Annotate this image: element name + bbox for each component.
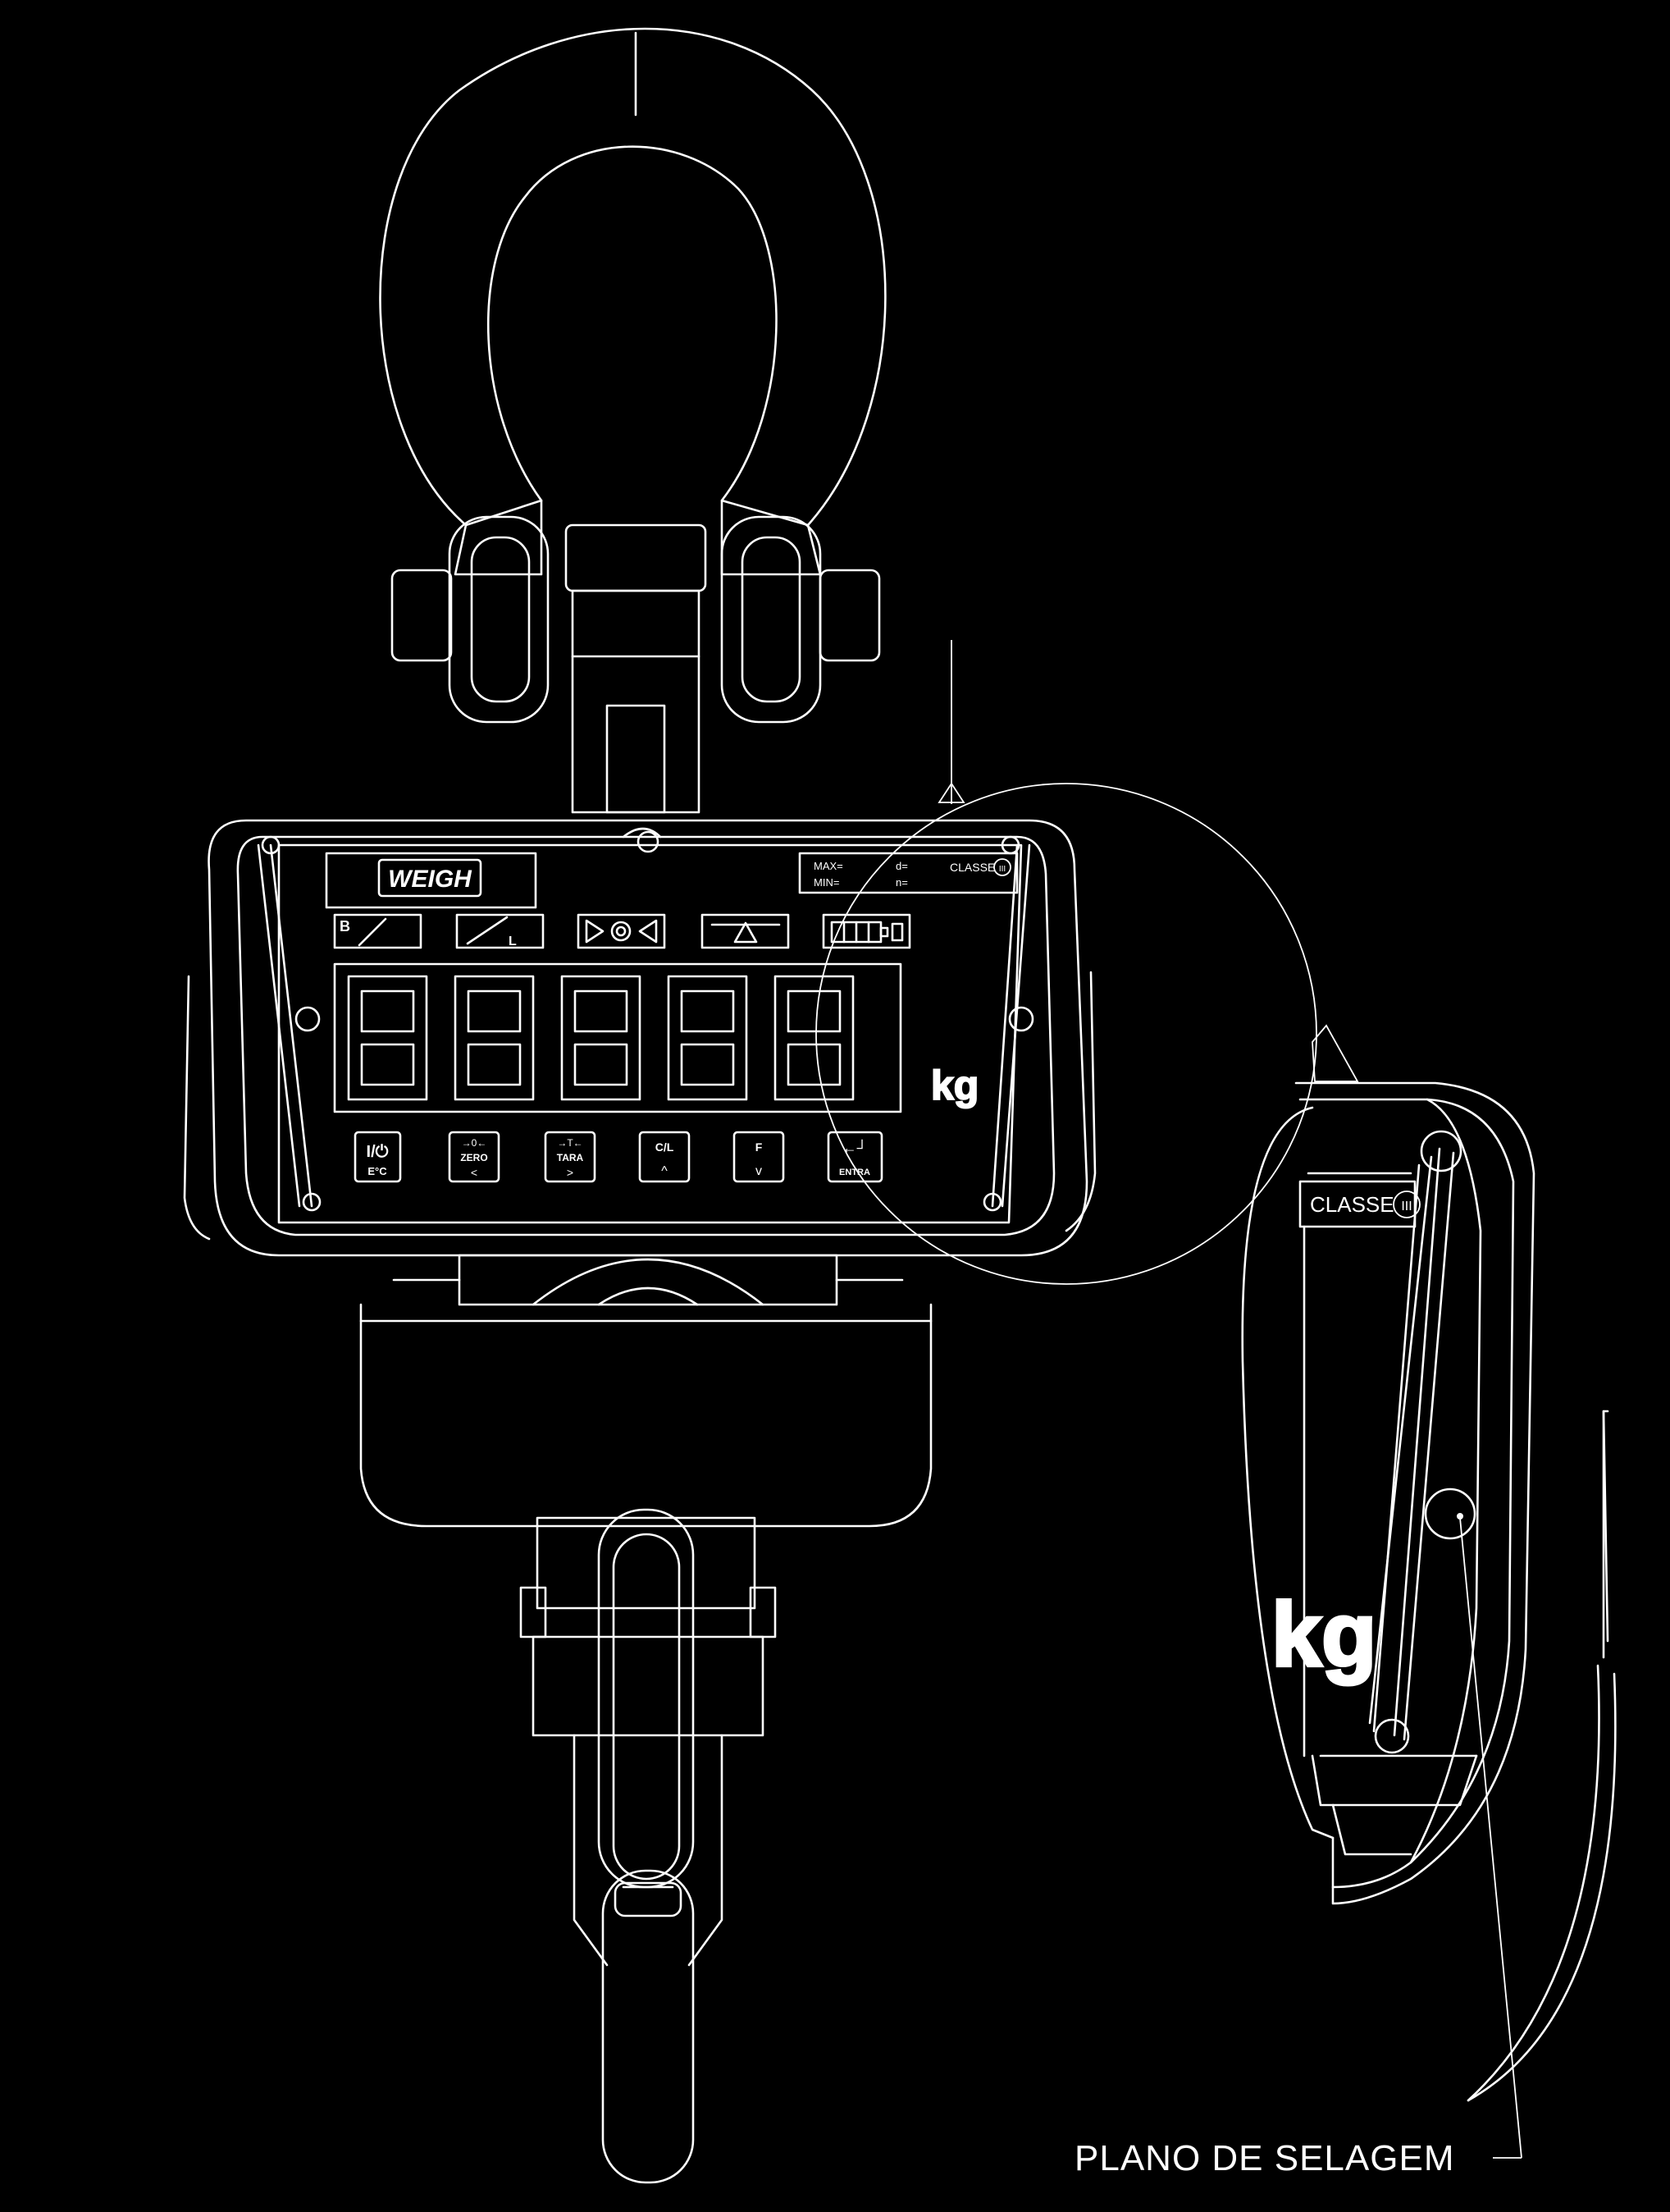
- power-key-top: I/⏻: [367, 1143, 389, 1161]
- detail-class-label: CLASSE: [1310, 1192, 1394, 1217]
- detail-class-symbol: III: [1401, 1200, 1412, 1213]
- display-digit: [560, 975, 641, 1101]
- display-unit: kg: [931, 1063, 979, 1108]
- power-key-bottom: E°C: [367, 1165, 387, 1177]
- display-digit: [773, 975, 855, 1101]
- tare-key[interactable]: →T← TARA >: [544, 1131, 596, 1183]
- spec-plate: MAX= MIN= d= n= CLASSE III: [798, 852, 1019, 894]
- indicator-l: L: [455, 913, 545, 949]
- cl-key[interactable]: C/L ^: [638, 1131, 691, 1183]
- spec-min-label: MIN=: [814, 876, 839, 889]
- brand-logo: WEIGH: [388, 866, 472, 893]
- display-digit: [667, 975, 748, 1101]
- tare-key-arrow: >: [567, 1166, 573, 1179]
- tare-key-label: TARA: [557, 1152, 584, 1163]
- function-key-arrow: v: [755, 1164, 762, 1178]
- indicator-b-label: B: [340, 918, 350, 935]
- sealing-detail: CLASSE III kg: [1241, 1081, 1617, 2102]
- spec-max-value: d=: [896, 860, 908, 872]
- enter-key-bottom: ENTRA: [839, 1168, 870, 1177]
- indicator-stable: [577, 913, 666, 949]
- spec-class-symbol: III: [999, 865, 1006, 874]
- bottom-hook: [519, 1508, 777, 2184]
- enter-key-top: ←┘: [842, 1139, 868, 1156]
- detail-magnifier: [815, 640, 1359, 1285]
- display-digit: [454, 975, 535, 1101]
- battery-icon: [822, 913, 911, 949]
- spec-min-value: n=: [896, 876, 908, 889]
- indicator-l-label: L: [509, 935, 517, 948]
- detail-unit: kg: [1271, 1584, 1376, 1685]
- sealing-callout: PLANO DE SELAGEM: [1075, 1517, 1522, 2178]
- scale-housing: [183, 819, 1097, 1528]
- function-key-top: F: [755, 1140, 763, 1154]
- indicator-b: B: [333, 913, 422, 949]
- spec-max-label: MAX=: [814, 860, 843, 872]
- zero-key-top: →0←: [462, 1137, 487, 1149]
- display-digit: [347, 975, 428, 1101]
- spec-class-label: CLASSE: [950, 861, 995, 874]
- cl-key-top: C/L: [655, 1140, 674, 1154]
- top-shackle: [379, 27, 887, 814]
- sealing-label: PLANO DE SELAGEM: [1075, 2138, 1454, 2178]
- power-key[interactable]: I/⏻ E°C: [354, 1131, 402, 1183]
- logo-plate: WEIGH: [325, 852, 537, 909]
- zero-key-arrow: <: [471, 1166, 477, 1179]
- keypad: I/⏻ E°C →0← ZERO < →T← TARA > C/L ^ F v …: [354, 1131, 883, 1183]
- weight-display: kg: [333, 962, 979, 1113]
- enter-key[interactable]: ←┘ ENTRA: [827, 1131, 883, 1183]
- zero-key[interactable]: →0← ZERO <: [448, 1131, 500, 1183]
- cl-key-arrow: ^: [661, 1164, 668, 1178]
- indicator-gross: [700, 913, 790, 949]
- status-indicators: B L: [333, 913, 911, 949]
- zero-key-label: ZERO: [460, 1152, 487, 1163]
- tare-key-top: →T←: [557, 1137, 582, 1149]
- function-key[interactable]: F v: [732, 1131, 785, 1183]
